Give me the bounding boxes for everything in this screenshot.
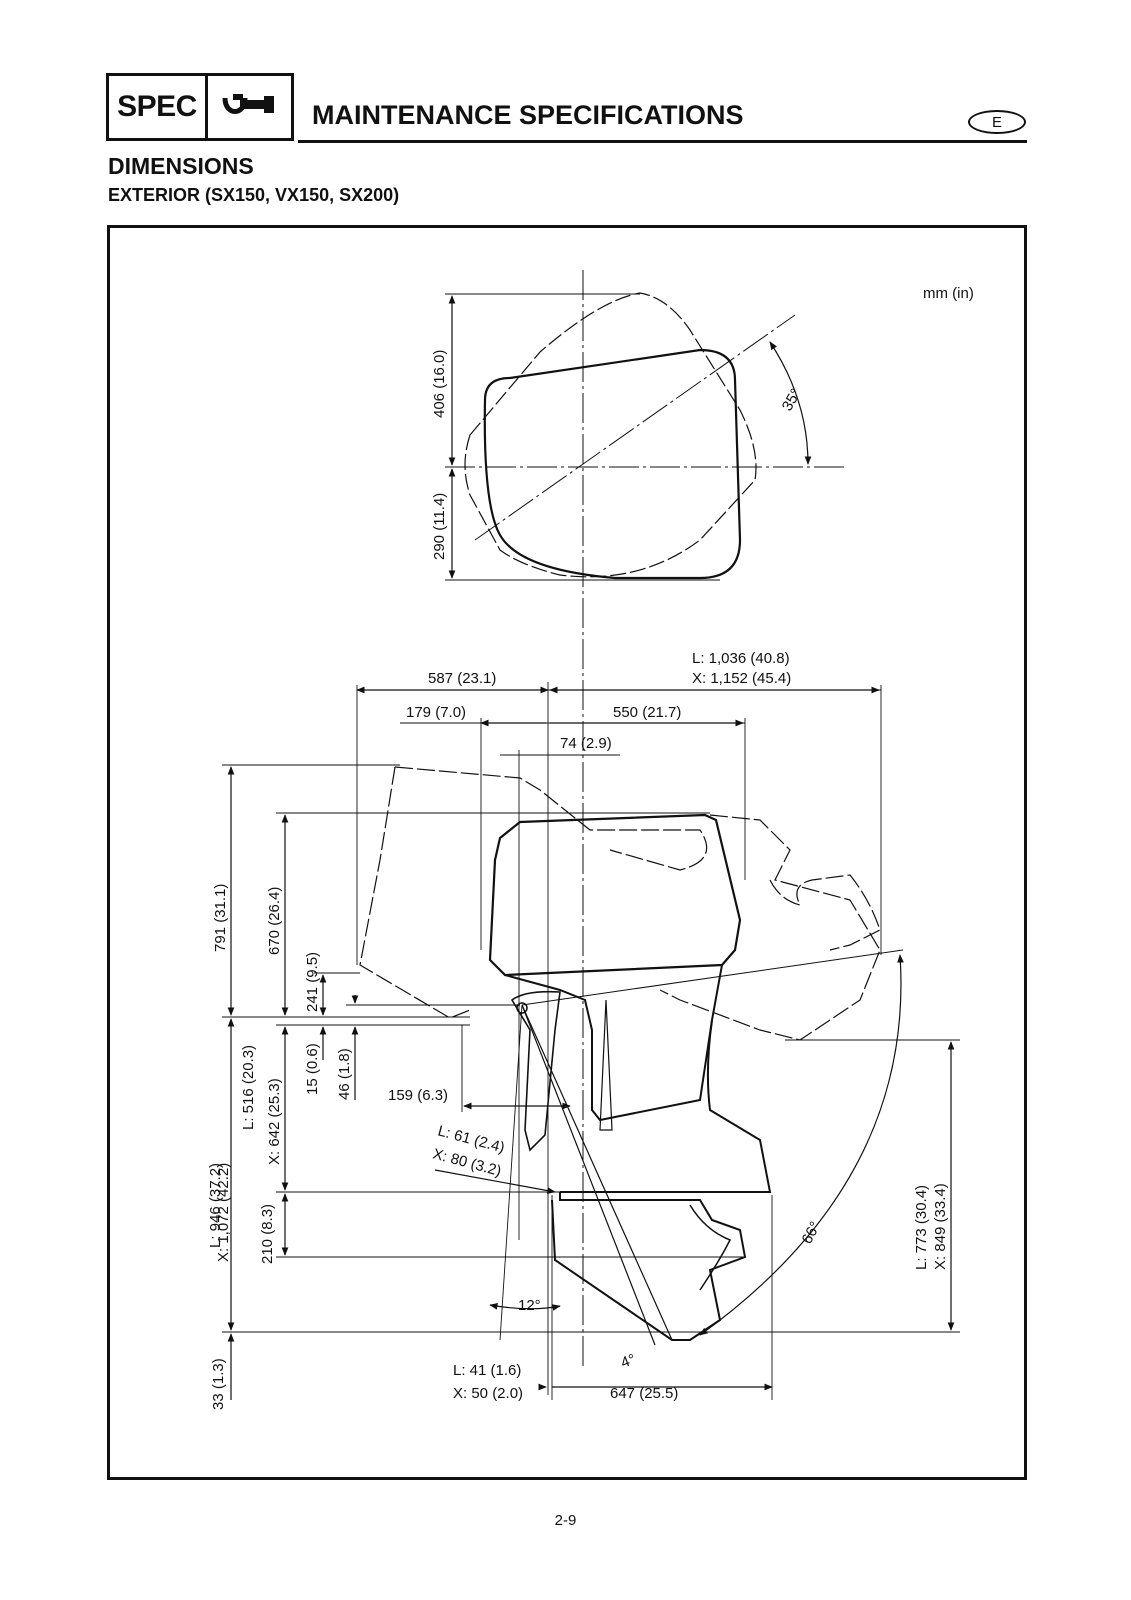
dim-b41: L: 41 (1.6) (453, 1362, 521, 1379)
page-title: MAINTENANCE SPECIFICATIONS (312, 100, 744, 130)
dim-len-l: L: 1,036 (40.8) (692, 650, 790, 667)
dim-tot-l: L: 946 (37.2) (207, 1163, 224, 1248)
dim-tot-x: X: 1,072 (42.2) (215, 1163, 232, 1262)
header-rule (298, 140, 1027, 143)
wrench-spec-icon (222, 94, 274, 114)
dim-b50: X: 50 (2.0) (453, 1385, 523, 1402)
dim-r773: L: 773 (30.4) (913, 1185, 930, 1270)
dim-791: 791 (31.1) (212, 884, 229, 952)
section-title: DIMENSIONS (108, 153, 254, 179)
dim-33: 33 (1.3) (210, 1358, 227, 1410)
unit-label: mm (in) (923, 285, 974, 302)
dim-210: 210 (8.3) (259, 1204, 276, 1264)
dim-290: 290 (11.4) (431, 493, 448, 560)
dim-15: 15 (0.6) (304, 1043, 321, 1095)
spec-icon-cell (208, 76, 291, 138)
angle-4: 4° (619, 1351, 638, 1372)
dim-h642: X: 642 (25.3) (266, 1078, 283, 1165)
dim-74: 74 (2.9) (560, 735, 612, 752)
dim-587: 587 (23.1) (428, 670, 496, 687)
section-subtitle: EXTERIOR (SX150, VX150, SX200) (108, 185, 400, 205)
dimension-labels: mm (in) 406 (16.0) 290 (11.4) 35° 587 (2… (207, 285, 974, 1410)
dim-241: 241 (9.5) (304, 952, 321, 1012)
dim-len-x: X: 1,152 (45.4) (692, 670, 791, 687)
dim-179: 179 (7.0) (406, 704, 466, 721)
dim-h516: L: 516 (20.3) (240, 1045, 257, 1130)
dim-46: 46 (1.8) (336, 1048, 353, 1100)
spec-label: SPEC (109, 76, 208, 138)
dim-670: 670 (26.4) (266, 887, 283, 955)
dim-406: 406 (16.0) (431, 350, 448, 418)
dim-550: 550 (21.7) (613, 704, 681, 721)
dim-647: 647 (25.5) (610, 1385, 678, 1402)
drawing-frame (107, 225, 1027, 1480)
dim-159: 159 (6.3) (388, 1087, 448, 1104)
language-badge: E (968, 110, 1026, 134)
page-number: 2-9 (554, 1512, 577, 1529)
spec-header-box: SPEC (106, 73, 294, 141)
angle-12: 12° (518, 1297, 541, 1314)
dim-r849: X: 849 (33.4) (932, 1183, 949, 1270)
